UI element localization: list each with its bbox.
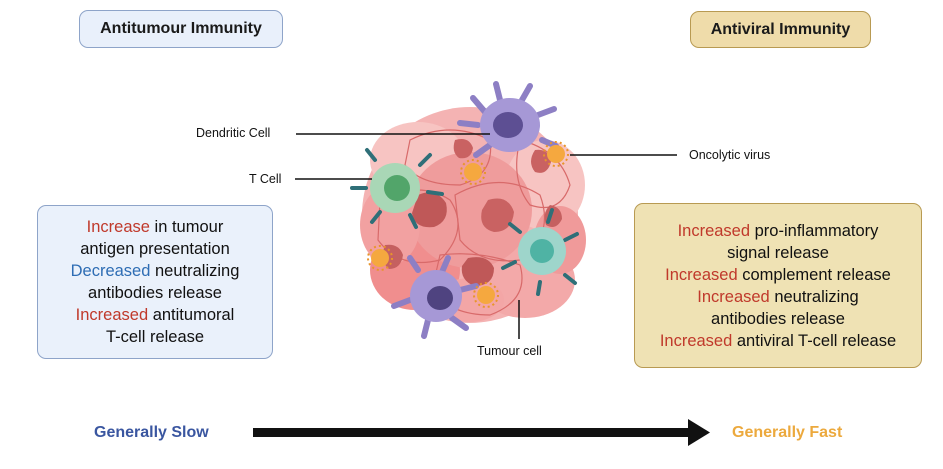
line-text: antibodies release — [711, 309, 845, 328]
panel-line: signal release — [727, 242, 829, 264]
oncolytic-virus-label: Oncolytic virus — [689, 148, 771, 162]
panel-line: antibodies release — [711, 308, 845, 330]
oncolytic-virus-particles — [367, 141, 569, 308]
virus-particle — [473, 282, 499, 308]
dendritic-cell-label: Dendritic Cell — [196, 126, 271, 140]
panel-line: antigen presentation — [80, 238, 230, 260]
panel-line: Increased antitumoral — [76, 304, 235, 326]
virus-particle — [543, 141, 569, 167]
panel-line: Increased neutralizing — [697, 286, 858, 308]
line-text: antibodies release — [88, 284, 222, 302]
line-text: neutralizing — [769, 287, 859, 306]
line-text: complement release — [737, 265, 891, 284]
generally-slow-label: Generally Slow — [94, 424, 209, 441]
highlight-word: Increase — [86, 218, 150, 236]
t-cell — [501, 208, 579, 296]
line-text: neutralizing — [150, 262, 240, 280]
highlight-word: Increased — [75, 306, 149, 324]
line-text: signal release — [727, 243, 829, 262]
panel-line: Increased antiviral T-cell release — [660, 330, 896, 352]
line-text: antiviral T-cell release — [732, 331, 897, 350]
highlight-word: Increased — [665, 265, 738, 284]
highlight-word: Increased — [697, 287, 770, 306]
panel-line: T-cell release — [106, 326, 204, 348]
dendritic-cell — [457, 81, 559, 158]
antitumour-immunity-header: Antitumour Immunity — [79, 10, 283, 48]
antiviral-effects-panel: Increased pro-inflammatory signal releas… — [634, 203, 922, 368]
t-cell — [350, 148, 444, 229]
highlight-word: Decreased — [70, 262, 151, 280]
speed-arrow — [253, 419, 710, 446]
t-cell-label: T Cell — [249, 172, 282, 186]
tumour-cell-label: Tumour cell — [477, 344, 542, 358]
antitumour-effects-panel: Increase in tumour antigen presentation … — [37, 205, 273, 359]
panel-line: Increased pro-inflammatory — [678, 220, 879, 242]
panel-line: Decreased neutralizing — [71, 260, 240, 282]
virus-particle — [367, 245, 393, 271]
panel-line: antibodies release — [88, 282, 222, 304]
line-text: antigen presentation — [80, 240, 230, 258]
panel-line: Increase in tumour — [87, 216, 224, 238]
virus-particle — [460, 159, 486, 185]
highlight-word: Increased — [677, 221, 751, 240]
line-text: pro-inflammatory — [750, 221, 879, 240]
line-text: T-cell release — [105, 328, 205, 346]
generally-fast-label: Generally Fast — [732, 424, 843, 441]
dendritic-cell — [391, 255, 479, 339]
antiviral-immunity-header: Antiviral Immunity — [690, 11, 871, 48]
highlight-word: Increased — [659, 331, 733, 350]
panel-line: Increased complement release — [665, 264, 891, 286]
line-text: antitumoral — [148, 306, 235, 324]
antiviral-immunity-title: Antiviral Immunity — [710, 20, 851, 38]
line-text: in tumour — [149, 218, 224, 236]
antitumour-immunity-title: Antitumour Immunity — [100, 20, 262, 37]
